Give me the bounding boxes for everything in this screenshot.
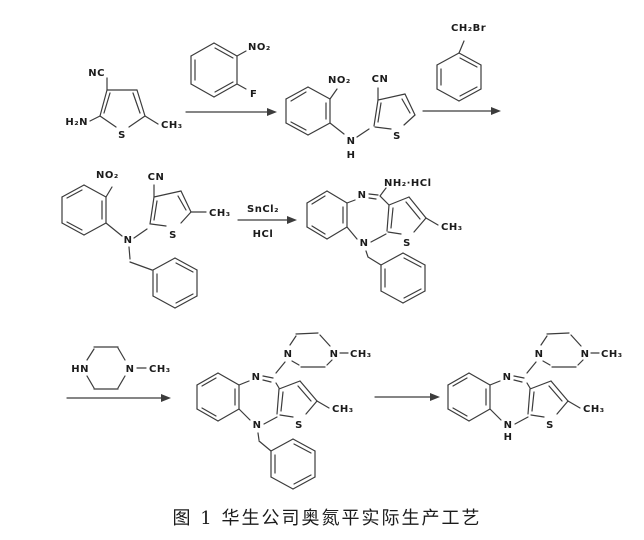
double-bonds [99,89,146,117]
sulfur-label: S [169,230,177,241]
single-bonds [285,86,416,138]
reagent-methylpiperazine: HN N CH₃ [71,346,171,390]
nitrogen-label: N [124,235,133,246]
compound-amidine-hydrochloride: N NH₂·HCl CH₃ S N [306,178,463,304]
ring-nitrogen-label: N [504,420,513,431]
methyl-label: CH₃ [583,404,605,415]
double-bonds [61,184,198,309]
arrow-head [430,393,440,401]
sulfur-label: S [295,420,303,431]
piperazine-n1-label: N [535,349,544,360]
sulfur-label: S [393,131,401,142]
reagent-fluoronitrobenzene: NO₂ F [190,42,271,100]
double-bonds [196,372,318,490]
reagent-benzyl-bromide: CH₂Br [436,23,486,102]
single-bonds [190,42,247,98]
compound-benzyl-olanzapine: N N N CH₃ CH₃ S N [196,332,372,490]
double-bonds [436,52,482,102]
nitro-label: NO₂ [248,42,271,53]
methyl-label: CH₃ [209,208,231,219]
compound-olanzapine: N N N CH₃ CH₃ S N H [447,332,623,443]
amidine-hcl-label: NH₂·HCl [384,178,432,189]
methyl-label: CH₃ [332,404,354,415]
piperazine-n4-label: N [581,349,590,360]
acid-label: HCl [253,229,274,240]
ring-nh-hydrogen-label: H [504,432,513,443]
arrow-step5 [374,393,440,401]
nh-hydrogen-label: H [347,150,356,161]
nitrile-label: CN [372,74,389,85]
methyl-label: CH₃ [149,364,171,375]
fluoro-label: F [250,89,257,100]
nitrile-label: CN [148,172,165,183]
ring-nitrogen-label: N [360,238,369,249]
piperazine-methyl-label: CH₃ [601,349,623,360]
arrow-head [161,394,171,402]
arrow-head [267,108,277,116]
double-bonds [190,42,238,98]
single-bonds [306,187,439,304]
single-bonds [61,184,207,309]
compound-benzyl-nitroanilino-thiophene: NO₂ CN N S CH₃ [61,170,231,309]
reagent-label: SnCl₂ [247,204,279,215]
hn-label: HN [71,364,89,375]
sulfur-label: S [118,130,126,141]
arrow-step4 [66,394,171,402]
double-bonds [447,372,569,422]
figure-caption: 图 1 华生公司奥氮平实际生产工艺 [173,508,482,529]
sulfur-label: S [546,420,554,431]
piperazine-n1-label: N [284,349,293,360]
amino-label: H₂N [65,117,88,128]
compound-aminothiophene: NC H₂N S CH₃ [65,68,182,141]
single-bonds [89,77,159,128]
compound-nitroanilino-thiophene: NO₂ CN N H S [285,74,416,161]
imine-nitrogen-label: N [358,190,367,201]
arrow-step3: SnCl₂ HCl [237,204,297,240]
double-bonds [285,86,416,136]
nitro-label: NO₂ [96,170,119,181]
methyl-label: CH₃ [441,222,463,233]
nh-nitrogen-label: N [347,136,356,147]
piperazine-methyl-label: CH₃ [350,349,372,360]
ch2br-label: CH₂Br [451,23,486,34]
nitrile-label: NC [88,68,105,79]
arrow-head [491,107,501,115]
arrow-step2 [422,107,501,115]
single-bonds [436,40,482,102]
single-bonds [86,346,147,390]
imine-nitrogen-label: N [503,372,512,383]
nitrogen-label: N [126,364,135,375]
arrow-step1 [185,108,277,116]
piperazine-n4-label: N [330,349,339,360]
single-bonds [447,332,600,425]
double-bonds [306,190,427,304]
arrow-head [287,216,297,224]
imine-nitrogen-label: N [252,372,261,383]
methyl-label: CH₃ [161,120,183,131]
ring-nitrogen-label: N [253,420,262,431]
nitro-label: NO₂ [328,75,351,86]
single-bonds [196,332,349,490]
sulfur-label: S [403,238,411,249]
